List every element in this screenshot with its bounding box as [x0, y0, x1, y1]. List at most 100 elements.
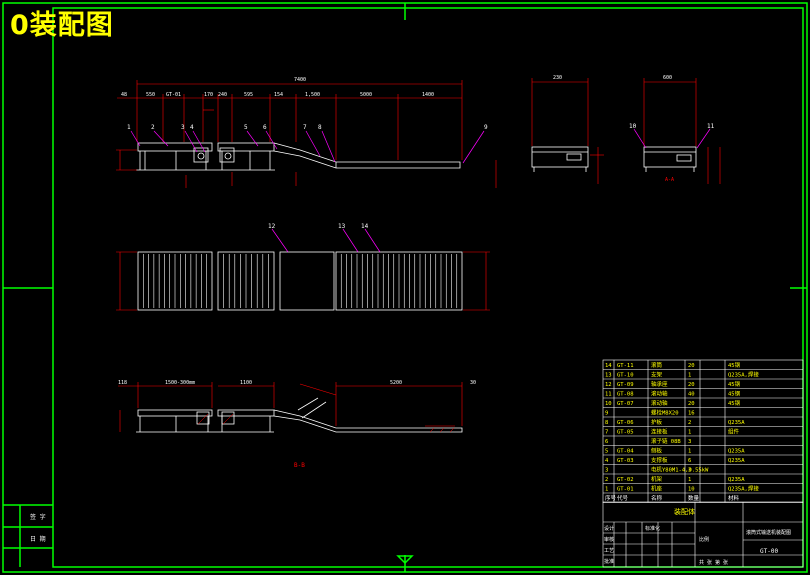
product-name: 滚筒式输送机装配图: [746, 529, 791, 536]
bom-cell-code: GT-11: [617, 363, 634, 369]
bom-cell-qty: 20: [688, 382, 695, 388]
drawing-title: 0装配图: [10, 10, 114, 41]
plan-view: [137, 251, 463, 311]
bom-cell-no: 7: [605, 430, 608, 436]
bom-cell-mat: Q235A: [728, 449, 745, 455]
bom-cell-code: GT-07: [617, 401, 634, 407]
bom-cell-code: GT-05: [617, 430, 634, 436]
side-view-2-dims: [643, 78, 721, 184]
tb-standard: 标准化: [645, 525, 660, 532]
bom-cell-mat: Q235A: [728, 458, 745, 464]
dim-top-1: 550: [146, 92, 155, 98]
bom-cell-no: 9: [605, 411, 608, 417]
dim-top-4: 240: [218, 92, 227, 98]
balloon-1: 1: [127, 124, 131, 131]
bom-cell-mat: 45钢: [728, 361, 741, 369]
tb-check: 审核: [604, 536, 614, 543]
balloon-2: 2: [151, 124, 155, 131]
balloon-9: 9: [484, 124, 488, 131]
bom-cell-no: 5: [605, 449, 608, 455]
bom-cell-qty: 2: [688, 420, 691, 426]
tb-scale: 比例: [699, 536, 709, 543]
dim-top-7: 1,500: [305, 92, 320, 98]
assembly-name: 装配体: [674, 507, 695, 516]
bom-cell-qty: 10: [688, 487, 695, 493]
dim-bottom-4: 30: [470, 380, 476, 386]
side-view-1: [531, 146, 589, 172]
balloon-14: 14: [361, 223, 369, 230]
bom-cell-name: 电机Y80M1-4,0.55kW: [651, 466, 709, 474]
bom-header-no: 序号: [605, 494, 617, 502]
bom-cell-name: 机架: [651, 475, 663, 483]
side-view-1-dims: [531, 78, 604, 184]
front-elevation-dims: [116, 80, 497, 188]
bom-cell-name: 侧板: [651, 447, 663, 455]
tb-design: 设计: [604, 525, 614, 532]
balloon-7: 7: [303, 124, 307, 131]
front-elevation-leaders: [130, 130, 485, 164]
dim-top-8: 5000: [360, 92, 372, 98]
bom-cell-code: GT-06: [617, 420, 634, 426]
side-label-date: 日 期: [30, 535, 46, 543]
bom-cell-qty: 1: [688, 373, 691, 379]
bom-cell-code: GT-01: [617, 487, 634, 493]
section-view-dims: [118, 382, 463, 432]
bom-cell-no: 6: [605, 439, 608, 445]
drawing-number: GT-00: [760, 548, 778, 555]
bom-cell-code: GT-10: [617, 373, 634, 379]
bom-cell-mat: 45钢: [728, 390, 741, 398]
bom-cell-qty: 20: [688, 363, 695, 369]
bom-cell-qty: 20: [688, 401, 695, 407]
bom-cell-no: 8: [605, 420, 608, 426]
balloon-4: 4: [190, 124, 194, 131]
dimension-text-group: 7400 48 550 GT-01 170 240 595 154 1,500 …: [118, 75, 672, 386]
bom-cell-name: 机座: [651, 485, 663, 493]
tb-approve: 批准: [604, 558, 614, 565]
bom-cell-code: GT-02: [617, 477, 634, 483]
section-view: [136, 397, 463, 433]
bom-cell-mat: 组件: [728, 428, 740, 436]
bom-cell-code: GT-08: [617, 392, 634, 398]
tb-process: 工艺: [604, 548, 614, 554]
bom-cell-code: GT-09: [617, 382, 634, 388]
bom-cell-no: 14: [605, 363, 612, 369]
front-elevation-view: [136, 142, 461, 171]
bom-cell-no: 3: [605, 468, 608, 474]
side-view-leaders: [633, 128, 711, 149]
bom-header-qty: 数量: [688, 494, 700, 502]
bom-cell-qty: 1: [688, 430, 691, 436]
dim-top-5: 595: [244, 92, 253, 98]
bom-cell-mat: Q235A,焊接: [728, 371, 759, 379]
bom-cell-code: GT-03: [617, 458, 634, 464]
bom-cell-name: 滚筒: [651, 361, 663, 369]
bom-cell-name: 滚子链 08B: [651, 437, 681, 445]
bom-header-mat: 材料: [728, 494, 740, 502]
bom-cell-no: 11: [605, 392, 612, 398]
bom-cell-mat: Q235A,焊接: [728, 485, 759, 493]
bom-cell-name: 滚动轴: [651, 390, 668, 398]
bom-cell-name: 支架: [651, 371, 663, 379]
bom-cell-qty: 3: [688, 439, 691, 445]
dim-top-9: 1400: [422, 92, 434, 98]
side-label-signature: 签 字: [30, 513, 46, 521]
view-label-aa: A-A: [665, 177, 674, 183]
dim-bottom-2: 1100: [240, 380, 252, 386]
bom-cell-qty: 3: [688, 468, 691, 474]
title-block: [602, 501, 804, 568]
bom-cell-mat: Q235A: [728, 420, 745, 426]
bom-cell-name: 滚动轴: [651, 399, 668, 407]
bom-cell-mat: 45钢: [728, 380, 741, 388]
balloon-5: 5: [244, 124, 248, 131]
bom-cell-no: 13: [605, 373, 612, 379]
bom-cell-code: GT-04: [617, 449, 634, 455]
bom-cell-name: 轴承座: [651, 380, 668, 388]
dim-bottom-3: 5200: [390, 380, 402, 386]
balloon-6: 6: [263, 124, 267, 131]
dim-top-3: 170: [204, 92, 213, 98]
side-column-labels: 签 字 日 期: [30, 513, 46, 543]
bom-cell-name: 连接板: [651, 428, 668, 436]
bom-cell-qty: 1: [688, 449, 691, 455]
bom-cell-qty: 40: [688, 392, 695, 398]
